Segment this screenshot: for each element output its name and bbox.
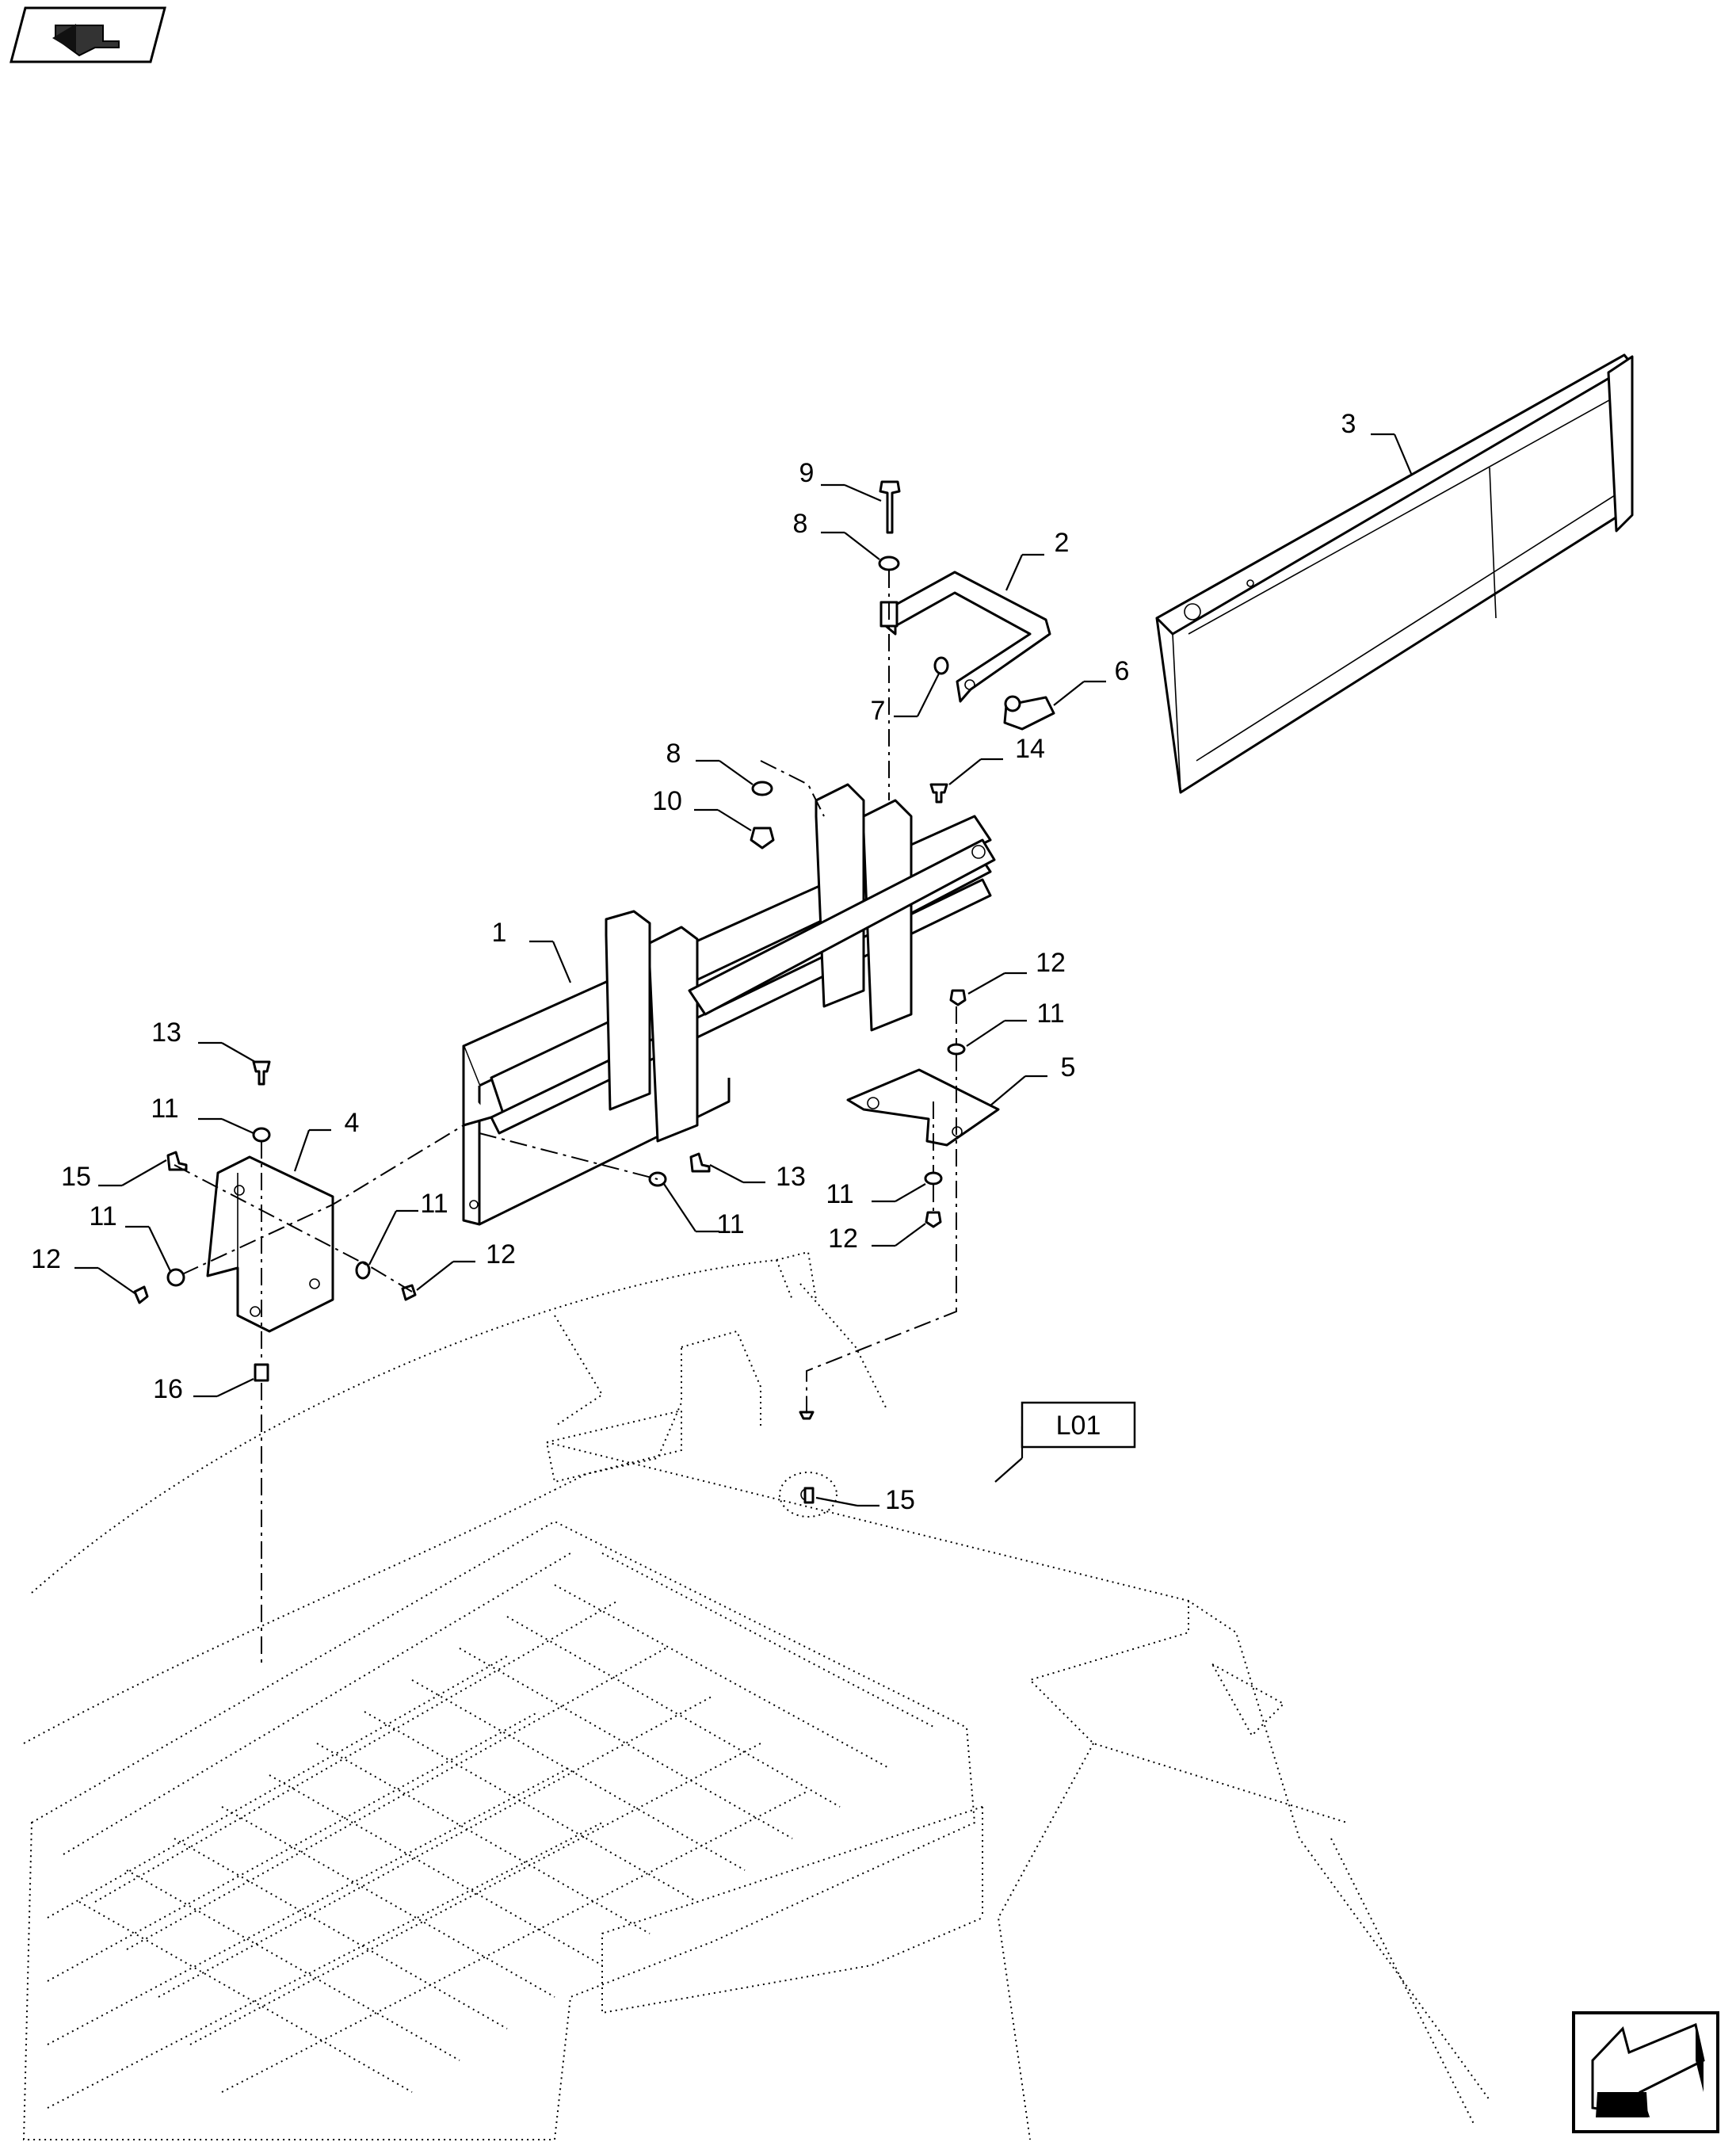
callout-2: 2 bbox=[1055, 528, 1070, 558]
callout-15-bottom: 15 bbox=[885, 1485, 915, 1515]
callout-13-left: 13 bbox=[151, 1018, 181, 1048]
callout-11-mid: 11 bbox=[420, 1189, 448, 1219]
tray-bracket-part-1 bbox=[462, 783, 996, 1226]
forward-navigation-button[interactable] bbox=[1572, 2011, 1719, 2133]
callout-5: 5 bbox=[1061, 1052, 1076, 1082]
reference-box[interactable]: L01 bbox=[1021, 1401, 1136, 1449]
callout-11-left-top: 11 bbox=[151, 1094, 178, 1124]
callout-12-left: 12 bbox=[31, 1244, 61, 1274]
callout-3: 3 bbox=[1341, 409, 1356, 439]
callout-14: 14 bbox=[1015, 734, 1045, 764]
callout-10: 10 bbox=[652, 786, 682, 816]
leader-lines bbox=[74, 433, 1414, 1507]
callout-9: 9 bbox=[799, 458, 815, 488]
hardware bbox=[133, 480, 967, 1504]
latch-part-6 bbox=[1003, 695, 1055, 731]
callout-11-center: 11 bbox=[716, 1209, 744, 1239]
strap-bracket-part-2 bbox=[884, 571, 1051, 703]
cover-panel-part-3 bbox=[1155, 353, 1634, 794]
side-bracket-part-4 bbox=[206, 1155, 334, 1333]
mounting-plate-part-5 bbox=[846, 1068, 1000, 1147]
machine-frame bbox=[22, 1250, 1490, 2140]
callout-numbers: 9 8 2 3 6 7 8 10 14 1 12 11 5 13 11 4 15… bbox=[31, 409, 1356, 1515]
back-arrow-icon bbox=[52, 24, 120, 57]
callout-12-right: 12 bbox=[1036, 948, 1066, 978]
deck-grating bbox=[47, 1552, 936, 2109]
callout-12-lower-right: 12 bbox=[828, 1224, 858, 1254]
back-navigation-button[interactable] bbox=[10, 6, 166, 63]
callout-12-mid: 12 bbox=[486, 1239, 516, 1270]
callout-1: 1 bbox=[492, 918, 507, 948]
callout-8-left: 8 bbox=[666, 739, 681, 769]
callout-13-mid: 13 bbox=[776, 1162, 806, 1192]
assembly-lines bbox=[174, 571, 957, 1664]
callout-11-right: 11 bbox=[1036, 998, 1064, 1029]
callout-7: 7 bbox=[871, 696, 886, 726]
reference-label: L01 bbox=[1056, 1411, 1101, 1441]
callout-11-lower-right: 11 bbox=[826, 1179, 853, 1209]
callout-15-left: 15 bbox=[61, 1162, 91, 1192]
callout-8: 8 bbox=[793, 509, 808, 539]
forward-arrow-icon bbox=[1591, 2022, 1705, 2117]
callout-4: 4 bbox=[345, 1108, 360, 1138]
callout-6: 6 bbox=[1115, 656, 1130, 686]
callout-11-left: 11 bbox=[89, 1201, 116, 1231]
callout-16: 16 bbox=[153, 1374, 183, 1404]
